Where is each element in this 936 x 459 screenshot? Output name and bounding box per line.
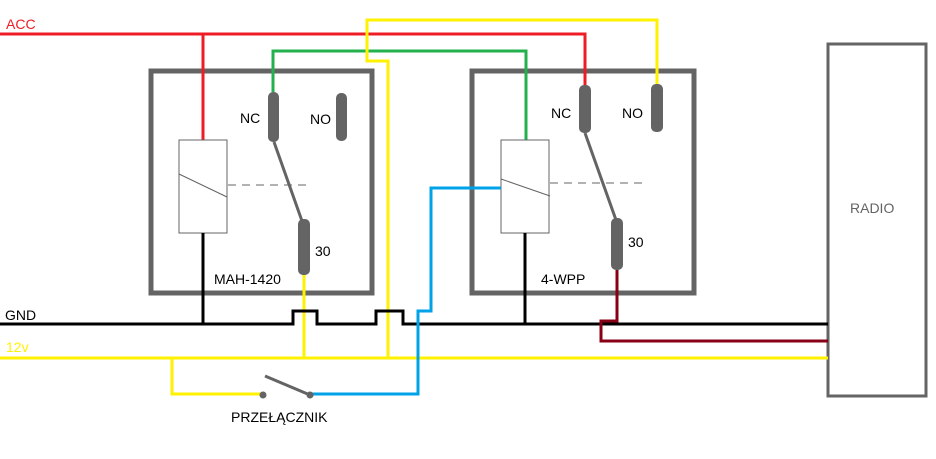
relay-1-name: MAH-1420 [214,271,281,287]
switch-label: PRZEŁĄCZNIK [231,409,328,425]
relay-1-common-contact [298,219,310,275]
relay-1-coil-diagonal [178,173,228,198]
radio-label: RADIO [850,200,894,216]
acc-wire [0,32,587,88]
gnd-wire [0,309,828,326]
relay-1-no-label: NO [310,111,331,127]
acc-label: ACC [6,16,36,32]
relay-1-coil [178,139,228,234]
switch-terminal-left [259,391,267,399]
relay-1-nc-label: NC [240,110,260,126]
relay-2-nc-contact [579,85,591,133]
green-wire [271,49,528,140]
relay-2-name: 4-WPP [541,271,585,287]
relay-2-housing [469,68,697,296]
v12-to-switch [170,358,262,396]
relay-2-coil [500,139,550,234]
relay-1-no-contact [336,93,347,141]
relay-2-no-contact [651,84,663,132]
v12-label: 12v [6,339,29,355]
switch-lever [264,374,311,397]
relay-1-common-label: 30 [315,243,331,259]
yellow-top-wire [365,18,659,358]
relay-2-no-label: NO [622,105,643,121]
relay-2-common-contact [611,218,623,270]
blue-wire [310,186,501,396]
relay-2-coil-diagonal [500,178,551,197]
relay-2-nc-label: NC [551,105,571,121]
relay-1-nc-contact [268,92,279,142]
relay-2-common-label: 30 [628,234,644,250]
radio-box [826,42,928,398]
relay-1-housing [148,68,375,296]
gnd-label: GND [5,307,36,323]
relay-1-armature [272,141,304,222]
relay-2-common-to-radio [599,270,828,343]
relay-2-armature [583,132,618,221]
